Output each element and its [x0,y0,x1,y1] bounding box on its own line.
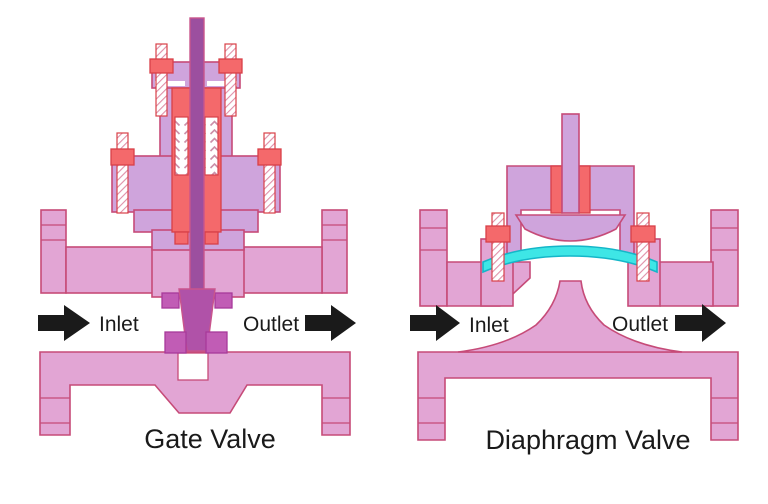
seat-ring-right [205,331,228,354]
bonnet-gasket-gap [207,81,237,86]
seat-ring-left [164,331,187,354]
gate-valve-left-flange [40,209,67,294]
flow-arrow-right-icon [675,304,726,342]
gate-inlet-label: Inlet [99,313,139,336]
diaphragm-outlet-label: Outlet [612,313,668,336]
flow-arrow-right-icon [38,305,90,341]
bolt-thread [491,212,505,282]
gate-valve-caption: Gate Valve [144,424,276,454]
stem-bushing-right [578,165,591,214]
bolt-thread [224,43,237,117]
diaphragm-valve-stem [561,113,580,214]
bolt-thread [636,212,650,282]
bonnet-gasket-gap [155,81,185,86]
bolt-nut [257,148,282,166]
bolt-nut [485,225,511,243]
gate-valve-diagram: Inlet Outlet Gate Valve [38,17,356,454]
bolt-nut [110,148,135,166]
diaphragm-valve-left-flange [419,209,448,307]
bolt-nut [630,225,656,243]
bolt-thread [116,132,129,214]
diaphragm-compressor [514,214,627,242]
stem-bushing-left [550,165,563,214]
bolt-nut [149,58,174,74]
flange-bolt-line [40,397,350,424]
gate-outlet-label: Outlet [243,313,299,336]
diaphragm-valve-diagram: Inlet Outlet Diaphragm Valve [410,113,739,455]
flow-arrow-right-icon [410,305,460,341]
chevron-packing-right [204,116,219,176]
chevron-packing-left [174,116,189,176]
flange-bolt-line [41,224,347,241]
bolt-nut [218,58,243,74]
diaphragm-valve-weir [457,280,683,353]
diaphragm-valve-right-flange [710,209,739,307]
flange-bolt-line [420,227,738,251]
flange-bolt-line [418,397,738,424]
diaphragm-membrane [482,245,658,274]
gate-valve-lower-body [39,351,351,436]
bolt-thread [155,43,168,117]
bolt-thread [263,132,276,214]
diaphragm-valve-caption: Diaphragm Valve [485,425,690,455]
backseat-bushing-right [214,292,233,309]
packing-foot-right [204,231,219,245]
flow-arrow-right-icon [305,305,356,341]
gate-valve-stem [189,17,205,301]
packing-foot-left [174,231,189,245]
diaphragm-inlet-label: Inlet [469,314,509,337]
gate-valve-seat-recess [177,352,209,381]
gate-valve-right-flange [321,209,348,294]
diaphragm-valve-lower-body [417,351,739,441]
backseat-bushing-left [161,292,180,309]
